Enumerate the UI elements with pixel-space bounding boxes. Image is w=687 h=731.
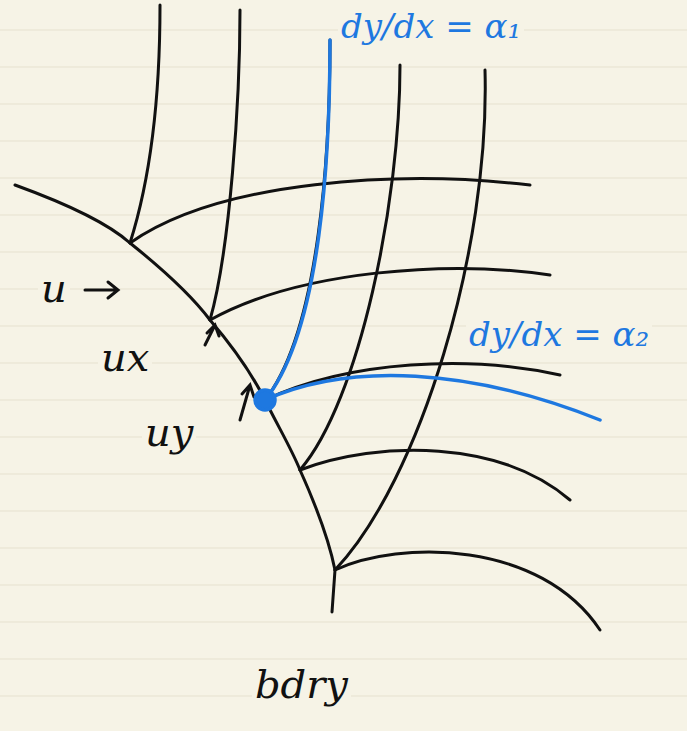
boundary-label: bdry [252, 662, 351, 706]
arrow [205, 325, 219, 345]
arrow [240, 385, 254, 420]
slope-label: dy/dx = α₁ [338, 8, 524, 45]
arrow [85, 282, 118, 298]
slope-label: dy/dx = α₂ [466, 316, 652, 353]
variable-label: u [38, 266, 70, 310]
boundary-curve [15, 185, 335, 612]
variable-label: uy [142, 410, 196, 454]
variable-label: ux [98, 335, 152, 379]
highlighted-characteristics [255, 40, 600, 420]
paper-rules [0, 30, 687, 696]
